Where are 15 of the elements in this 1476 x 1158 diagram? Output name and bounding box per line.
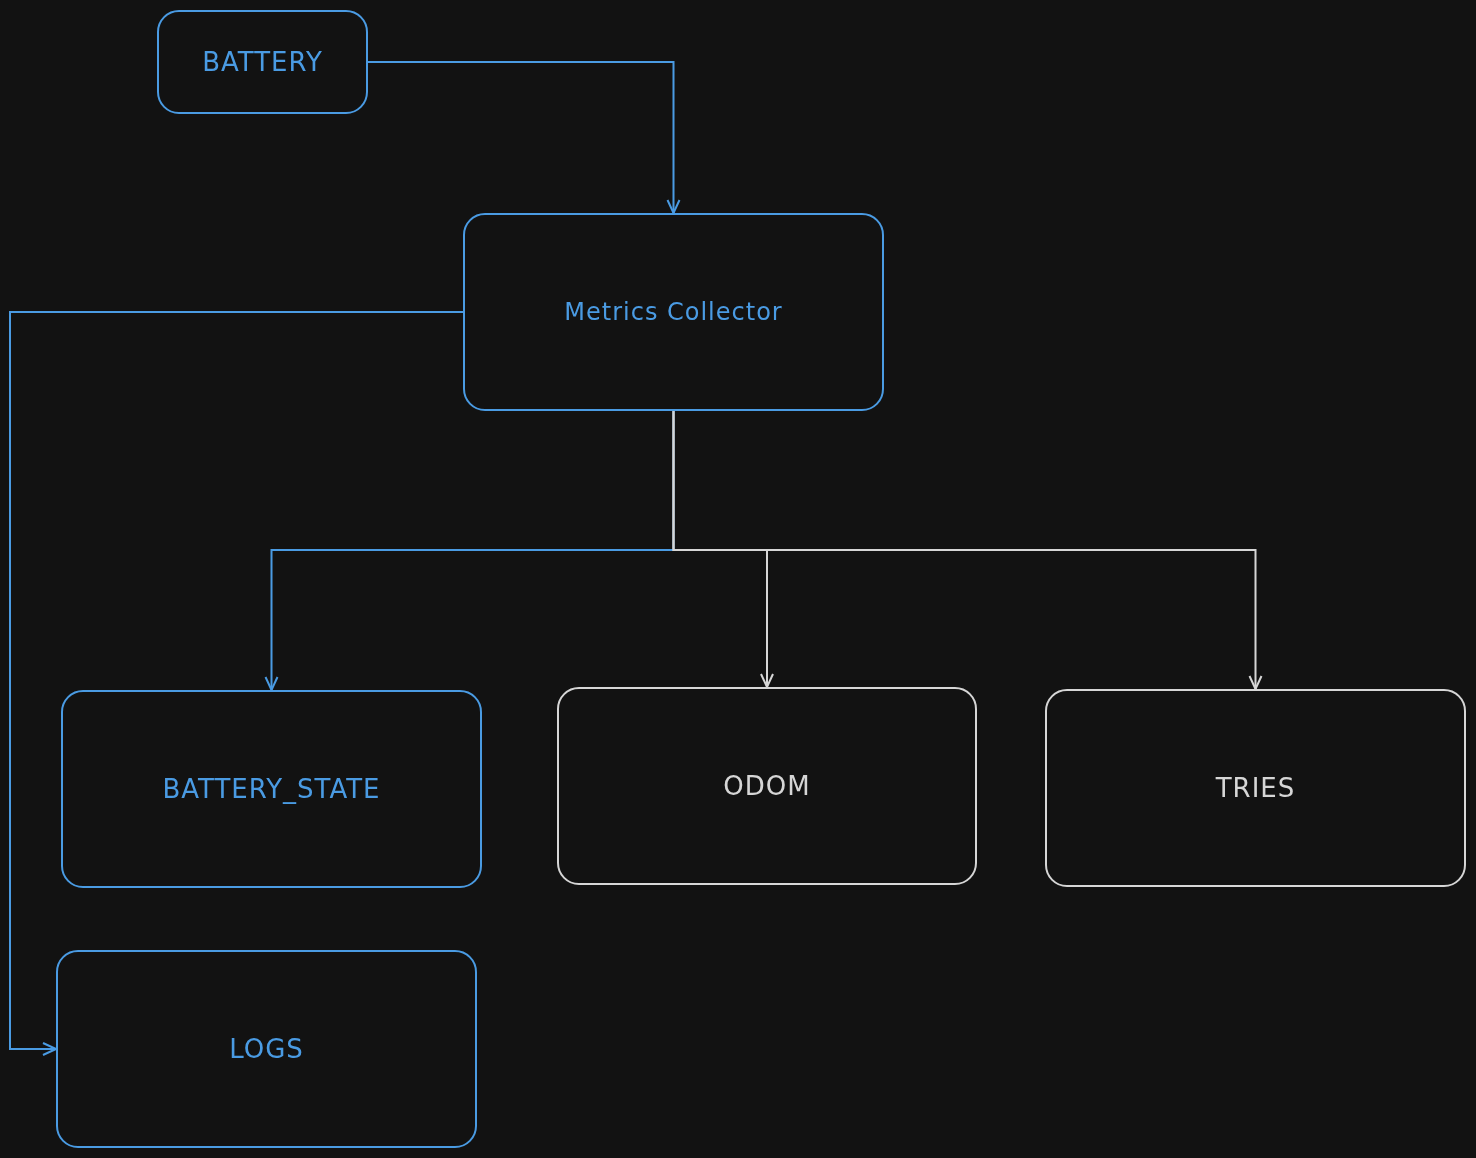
node-label: Metrics Collector [564,298,783,326]
process-box [463,213,884,411]
process-box [557,687,977,885]
node-label: BATTERY [202,47,323,77]
node-label: ODOM [723,771,811,801]
process-box [56,950,477,1148]
process-box [157,10,368,114]
node-label: BATTERY_STATE [162,774,381,804]
node-label: LOGS [229,1034,304,1064]
node-label: TRIES [1215,773,1296,803]
arrow [9,311,464,1056]
process-box [1045,689,1466,887]
process-box [61,690,482,888]
arrow [672,410,1263,690]
arrow [367,61,681,214]
